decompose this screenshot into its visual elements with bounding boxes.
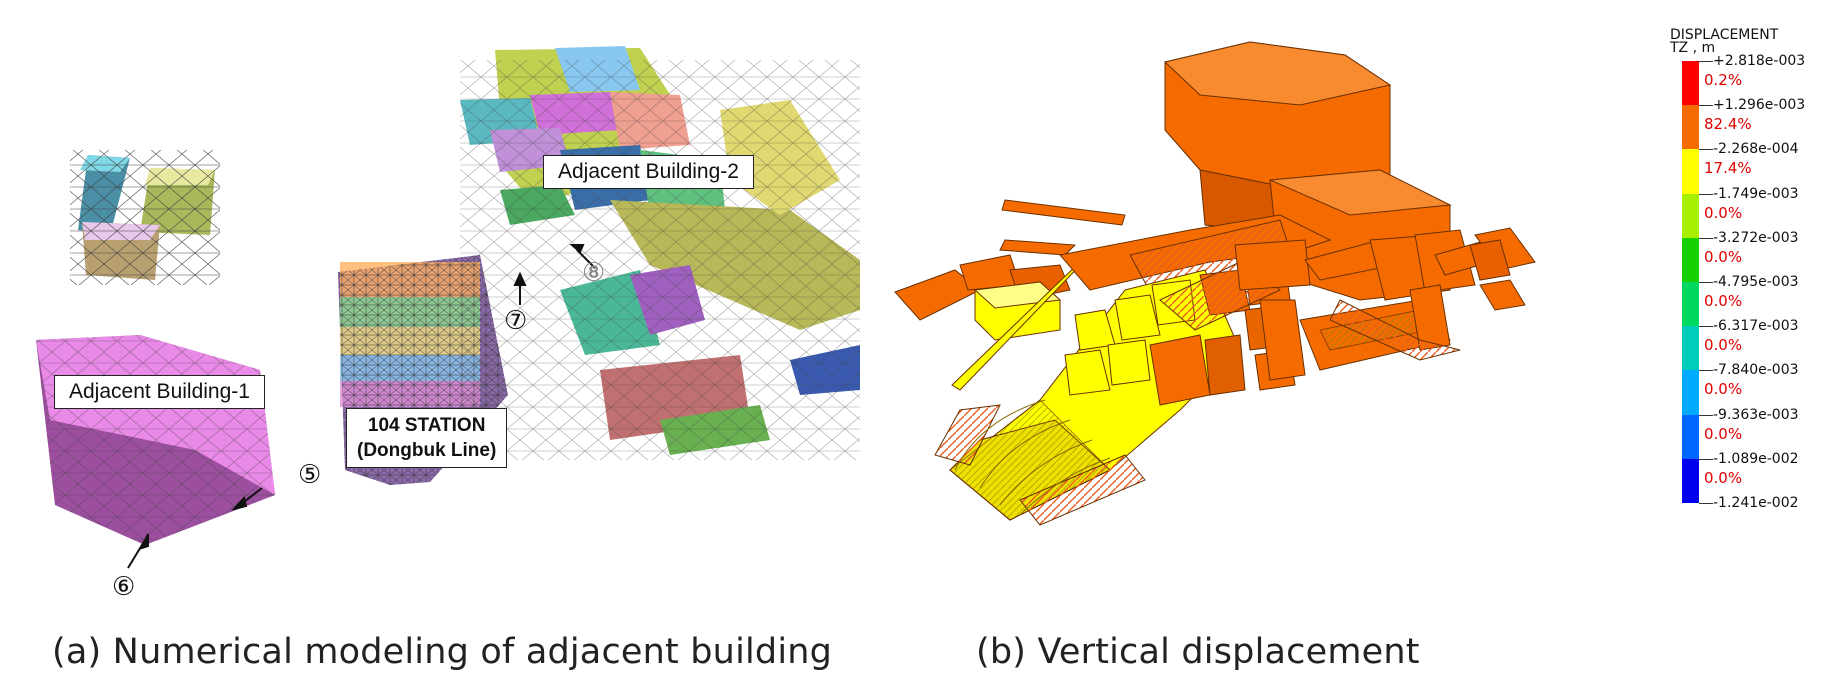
adjacent-building-2-label: Adjacent Building-2	[543, 155, 754, 189]
legend-tick-label: +2.818e-003	[1713, 53, 1806, 69]
legend-tick-label: -4.795e-003	[1713, 274, 1799, 290]
legend-title: DISPLACEMENT	[1670, 27, 1779, 43]
displacement-legend: DISPLACEMENT TZ , m +2.818e-003 +1.296e-0…	[1670, 28, 1846, 598]
legend-tick-label: +1.296e-003	[1713, 97, 1806, 114]
legend-band-percent: 0.0%	[1704, 468, 1743, 487]
legend-color-band	[1682, 326, 1699, 371]
legend-band-percent: 0.0%	[1704, 380, 1743, 399]
legend-tick	[1699, 458, 1713, 460]
adjacent-building-1-label: Adjacent Building-1	[54, 375, 265, 409]
legend-tick	[1699, 326, 1713, 328]
legend-tick	[1699, 61, 1713, 62]
legend-color-band	[1682, 414, 1699, 459]
mesh-model-drawing	[36, 46, 860, 569]
station-line: (Dongbuk Line)	[357, 440, 497, 461]
legend-tick	[1699, 105, 1713, 107]
marker-7: ⑦	[504, 306, 528, 336]
caption-a: (a) Numerical modeling of adjacent build…	[52, 632, 833, 672]
legend-band-percent: 0.0%	[1704, 292, 1743, 310]
legend-tick	[1699, 503, 1713, 504]
legend-tick	[1699, 237, 1713, 239]
legend-band-percent: 0.0%	[1704, 247, 1743, 266]
legend-tick-label: -7.840e-003	[1713, 362, 1799, 379]
legend-unit: TZ , m	[1670, 40, 1716, 56]
legend-band-percent: 0.0%	[1704, 203, 1743, 222]
panel-vertical-displacement: (b) Vertical displacement	[860, 0, 1846, 693]
legend-tick-label: -3.272e-003	[1713, 229, 1799, 246]
station-name: 104 STATION	[367, 415, 486, 436]
legend-color-band	[1682, 105, 1699, 150]
legend-color-band	[1682, 282, 1699, 327]
legend-color-band	[1682, 61, 1699, 106]
legend-color-band	[1682, 237, 1699, 282]
legend-band-percent: 17.4%	[1704, 159, 1752, 178]
legend-tick	[1699, 282, 1713, 283]
adjacent-building-2-mesh	[460, 46, 860, 460]
legend-band-percent: 82.4%	[1704, 115, 1752, 134]
caption-b: (b) Vertical displacement	[976, 632, 1420, 672]
marker-6: ⑥	[112, 572, 136, 602]
legend-tick-label: -2.268e-004	[1713, 141, 1799, 158]
legend-color-band	[1682, 149, 1699, 194]
legend-band-percent: 0.0%	[1704, 336, 1743, 355]
leader-arrows	[127, 244, 596, 569]
small-building-cluster	[70, 150, 220, 285]
legend-tick	[1699, 193, 1713, 195]
legend-band-percent: 0.0%	[1704, 424, 1743, 443]
legend-tick	[1699, 149, 1713, 151]
legend-tick-label: -6.317e-003	[1713, 318, 1799, 335]
legend-tick	[1699, 370, 1713, 372]
displacement-contour-drawing	[894, 41, 1536, 526]
panel-numerical-model: Adjacent Building-2 Adjacent Building-1 …	[0, 0, 860, 693]
adjacent-building-1-mesh	[36, 335, 275, 545]
legend-tick-label: -1.089e-002	[1713, 450, 1799, 467]
legend-color-band	[1682, 370, 1699, 415]
marker-8: ⑧	[582, 258, 606, 288]
legend-color-band	[1682, 193, 1699, 238]
legend-band-percent: 0.2%	[1704, 71, 1743, 89]
legend-tick	[1699, 414, 1713, 416]
marker-5: ⑤	[298, 460, 322, 490]
legend-tick-label: -1.241e-002	[1713, 495, 1799, 511]
legend-tick-label: -9.363e-003	[1713, 406, 1799, 423]
legend-tick-label: -1.749e-003	[1713, 185, 1799, 202]
station-104-label: 104 STATION (Dongbuk Line)	[346, 408, 508, 468]
legend-color-band	[1682, 458, 1699, 503]
